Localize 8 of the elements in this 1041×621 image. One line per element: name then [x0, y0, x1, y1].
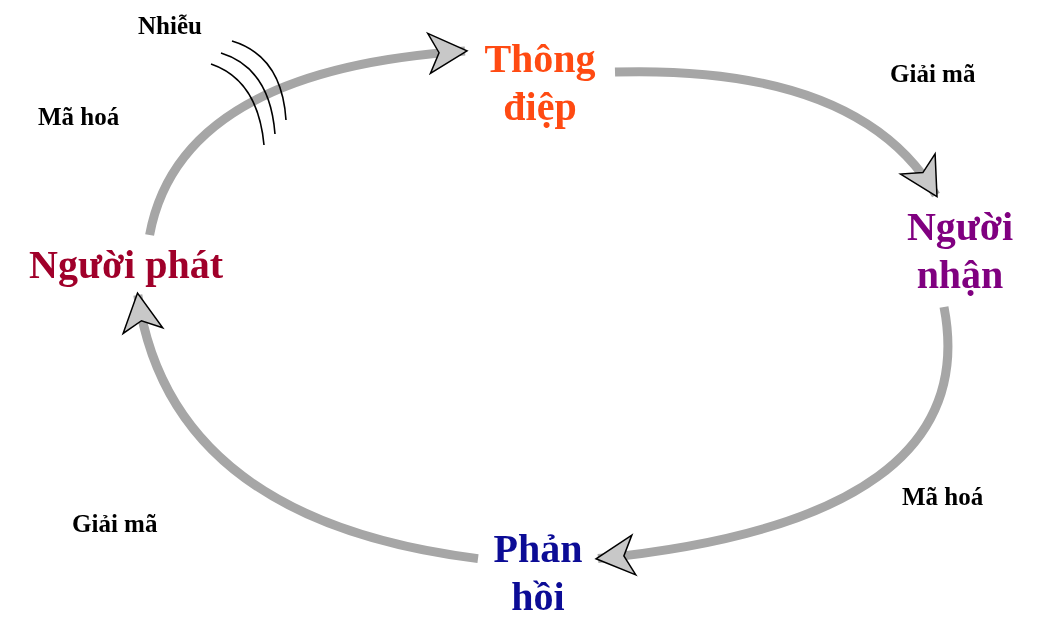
curved-arrow	[595, 306, 953, 575]
node-label: Phản hồi	[492, 525, 584, 621]
node-label: Người nhận	[905, 203, 1015, 299]
node-label: Thông điệp	[483, 34, 597, 131]
curved-arrow	[145, 33, 468, 237]
node-label: Người phát	[29, 241, 223, 289]
curved-arrow	[124, 292, 479, 564]
curved-arrow	[614, 67, 940, 198]
